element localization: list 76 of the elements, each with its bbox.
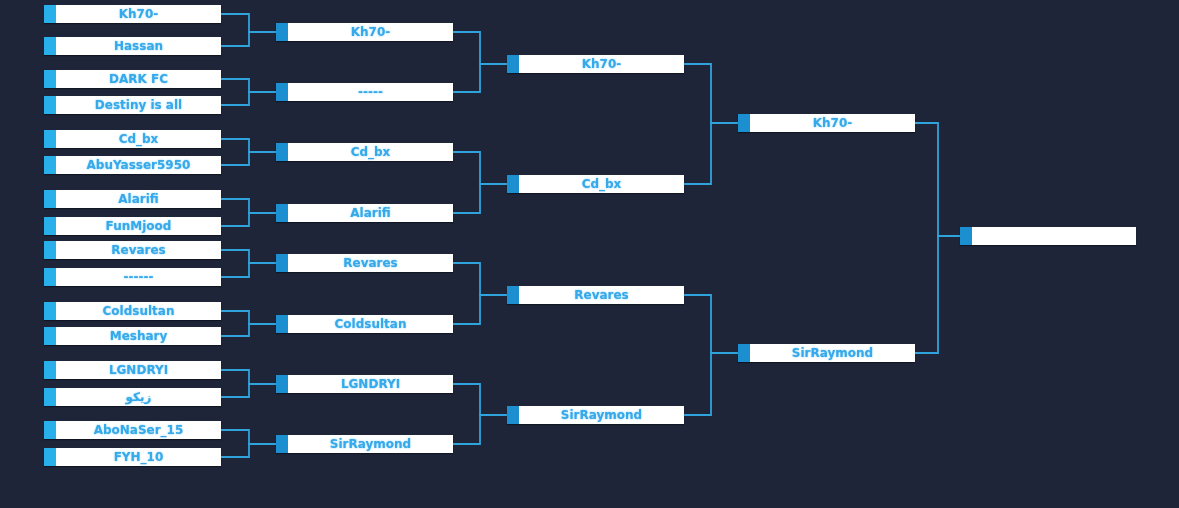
player-slot: [276, 315, 453, 333]
player-slot: [44, 361, 221, 379]
player-slot: [276, 254, 453, 272]
player-name: SirRaymond: [791, 345, 874, 361]
player-slot: [276, 83, 453, 101]
player-name: SirRaymond: [560, 407, 643, 423]
bracket-line: [220, 212, 277, 227]
player-slot: [44, 448, 221, 466]
player-name: Kh70-: [812, 115, 853, 131]
player-slot: [44, 96, 221, 114]
bracket-line: [220, 151, 277, 166]
player-slot: [44, 421, 221, 439]
player-name: -----: [358, 84, 383, 100]
player-slot: [276, 375, 453, 393]
bracket-line: [683, 122, 739, 185]
player-name: Alarifi: [118, 191, 159, 207]
player-slot: [276, 204, 453, 222]
player-name: Cd_bx: [581, 176, 622, 192]
player-slot: [276, 23, 453, 41]
player-name: Kh70-: [118, 6, 159, 22]
player-name: DARK FC: [109, 71, 168, 87]
player-slot: [44, 388, 221, 406]
player-slot: [44, 268, 221, 286]
player-name: Alarifi: [350, 205, 391, 221]
player-name: Kh70-: [581, 56, 622, 72]
player-slot: [44, 241, 221, 259]
player-name: Revares: [111, 242, 166, 258]
player-name: LGNDRYI: [108, 362, 169, 378]
player-name: FunMjood: [105, 218, 172, 234]
player-slot: [44, 5, 221, 23]
player-slot: [276, 143, 453, 161]
player-slot: [44, 70, 221, 88]
player-name: Cd_bx: [350, 144, 391, 160]
bracket-line: [683, 352, 739, 416]
player-name: ------: [123, 269, 154, 285]
player-slot: [44, 302, 221, 320]
player-name: SirRaymond: [329, 436, 412, 452]
bracket-line: [452, 183, 508, 214]
empty-slot: [960, 227, 1136, 245]
player-name: زيكو: [125, 389, 152, 405]
player-name: Coldsultan: [334, 316, 407, 332]
player-name: Revares: [343, 255, 398, 271]
player-name: Destiny is all: [94, 97, 183, 113]
bracket-line: [452, 63, 508, 93]
player-slot: [44, 217, 221, 235]
player-slot: [44, 37, 221, 55]
player-slot: [507, 55, 684, 73]
bracket-line: [220, 383, 277, 398]
player-slot: [276, 435, 453, 453]
bracket-line: [220, 262, 277, 278]
player-slot: [507, 406, 684, 424]
bracket-line: [220, 443, 277, 458]
player-slot: [44, 190, 221, 208]
player-name: Cd_bx: [118, 131, 159, 147]
player-slot: [507, 286, 684, 304]
player-slot: [738, 344, 915, 362]
player-name: LGNDRYI: [340, 376, 401, 392]
player-slot: [44, 130, 221, 148]
bracket-line: [452, 414, 508, 445]
bracket-line: [220, 91, 277, 106]
player-name: Revares: [574, 287, 629, 303]
bracket-line: [220, 323, 277, 337]
player-slot: [507, 175, 684, 193]
player-slot: [738, 114, 915, 132]
player-name: AbuYasser5950: [86, 157, 191, 173]
bracket-line: [220, 31, 277, 47]
player-name: Kh70-: [350, 24, 391, 40]
player-slot: [44, 156, 221, 174]
player-name: FYH_10: [113, 449, 164, 465]
player-name: Hassan: [113, 38, 164, 54]
player-name: Meshary: [109, 328, 168, 344]
bracket-line: [914, 235, 961, 354]
player-slot: [44, 327, 221, 345]
player-name: AboNaSer_15: [93, 422, 184, 438]
player-name: Coldsultan: [102, 303, 175, 319]
bracket-line: [452, 294, 508, 325]
